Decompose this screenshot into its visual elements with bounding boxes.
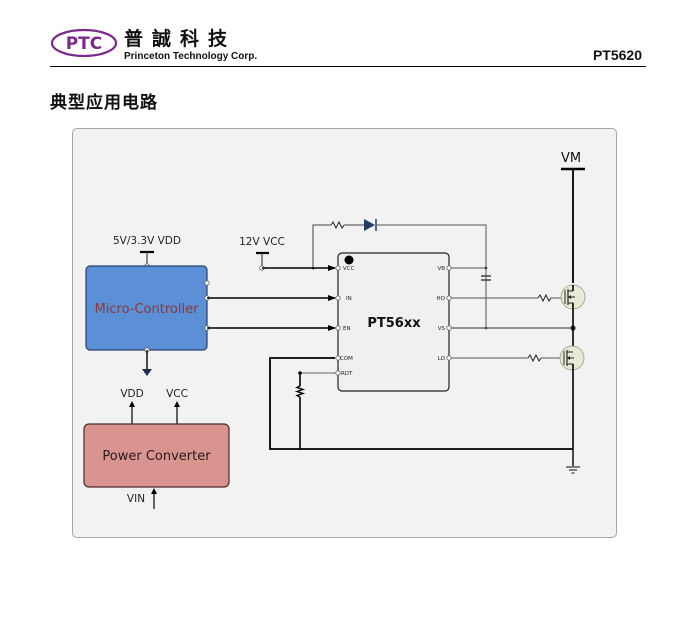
power-converter-block: VDD VCC Power Converter VIN [83, 388, 230, 509]
part-number: PT5620 [592, 47, 642, 63]
header-divider [50, 66, 646, 67]
mcu-supply: 5V/3.3V VDD [113, 235, 181, 269]
pin-vb: VB [437, 266, 445, 272]
pin-in: IN [346, 296, 352, 302]
low-side-gate-drive [451, 353, 561, 363]
pt56xx-ic: PT56xx VCC IN EN COM RDT VB HO VS LO [335, 252, 452, 392]
section-title: 典型应用电路 [50, 93, 158, 113]
bootstrap-capacitor [451, 266, 491, 330]
vcc-12v-supply: 12V VCC [239, 236, 336, 271]
high-side-gate-drive [451, 293, 561, 303]
rdt-resistor [294, 385, 306, 398]
high-side-mosfet-icon [560, 284, 586, 328]
micro-controller-block: Micro-Controller [85, 265, 210, 353]
ic-label: PT56xx [367, 316, 421, 331]
application-circuit-panel: VM 5V/3.3V VDD Micro-Controller [72, 128, 617, 538]
pin-vcc: VCC [343, 266, 355, 272]
low-side-mosfet-icon [559, 328, 585, 449]
mcu-ground-arrow [142, 350, 152, 376]
pc-vdd-label: VDD [120, 388, 143, 400]
page-header: PTC 普誠科技 Princeton Technology Corp. PT56… [50, 26, 646, 68]
bootstrap-diode [364, 219, 375, 231]
low-side-gate-resistor [527, 353, 542, 363]
bootstrap-resistor [330, 220, 345, 230]
high-side-gate-resistor [537, 293, 552, 303]
vdd-rail-label: 5V/3.3V VDD [113, 235, 181, 247]
ground-return [269, 357, 574, 466]
pin-com: COM [340, 356, 353, 362]
pc-vin-label: VIN [127, 493, 145, 505]
power-converter-label: Power Converter [102, 449, 211, 464]
pin-en: EN [343, 326, 351, 332]
vm-label: VM [561, 151, 581, 166]
pin-ho: HO [437, 296, 446, 302]
pin1-marker [344, 255, 354, 265]
ptc-logo: PTC [50, 28, 118, 58]
pc-vcc-label: VCC [166, 388, 188, 400]
company-name-chinese: 普誠科技 [124, 28, 237, 50]
bootstrap-path [312, 219, 487, 328]
vm-rail: VM [561, 151, 585, 283]
logo-text: PTC [66, 34, 103, 54]
vcc-12v-label: 12V VCC [239, 236, 285, 248]
micro-controller-label: Micro-Controller [95, 302, 200, 317]
pin-vs: VS [438, 326, 446, 332]
ground-icon [566, 466, 580, 474]
pin-rdt: RDT [341, 371, 353, 377]
pin-lo: LO [438, 356, 446, 362]
company-name-english: Princeton Technology Corp. [124, 51, 258, 62]
